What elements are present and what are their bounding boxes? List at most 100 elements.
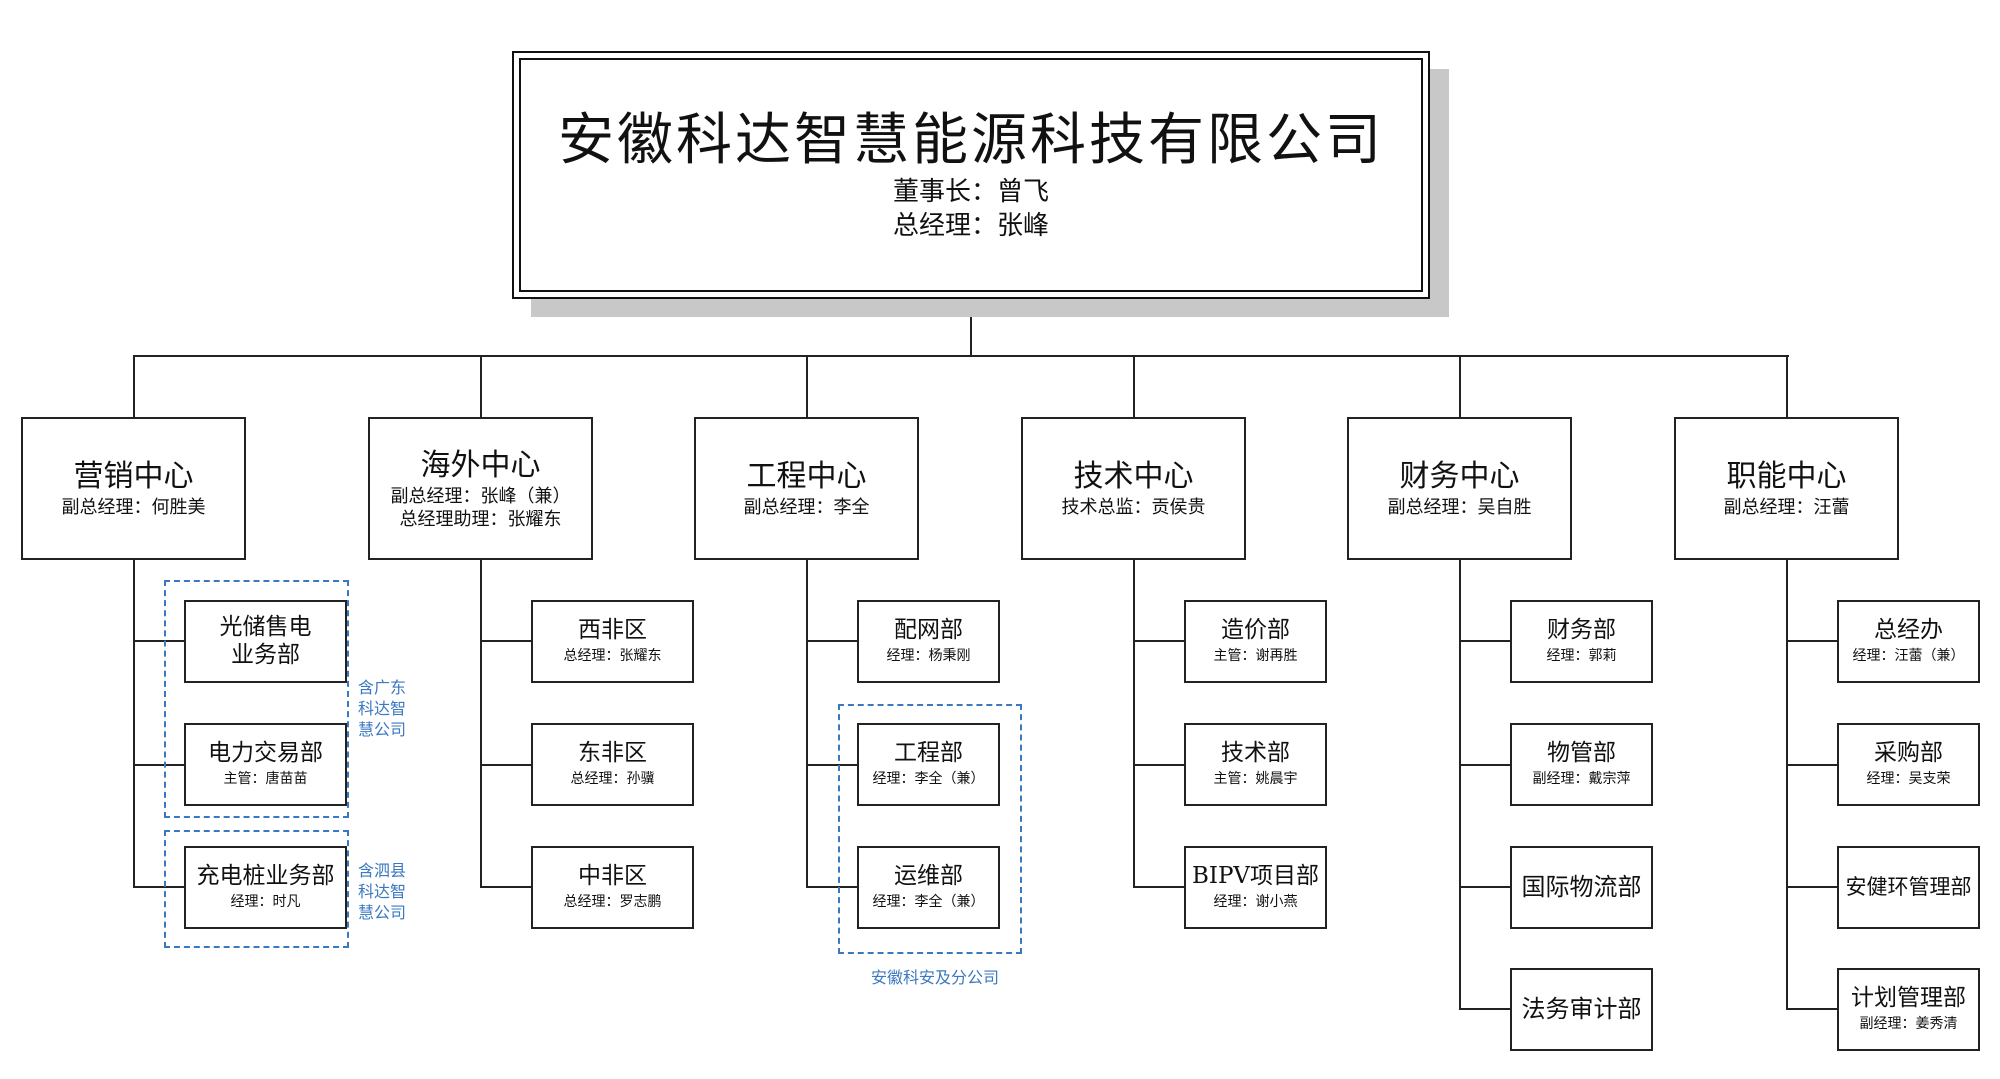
dept-box: 光储售电业务部 [184, 600, 347, 683]
center-title: 财务中心 [1399, 459, 1520, 495]
dept-title: 国际物流部 [1521, 873, 1642, 902]
connector [1459, 764, 1511, 766]
dept-box: 西非区 总经理：张耀东 [531, 600, 694, 683]
dept-subtitle: 经理：谢小燕 [1213, 893, 1298, 910]
connector [1786, 560, 1788, 1010]
connector [970, 299, 972, 356]
center-subtitle: 副总经理：汪蕾 [1723, 497, 1850, 519]
center-title: 营销中心 [73, 459, 194, 495]
dept-title: BIPV项目部 [1191, 862, 1320, 889]
dept-box: 充电桩业务部 经理：时凡 [184, 846, 347, 929]
subsidiary-group-guangdong [164, 580, 349, 818]
connector [806, 886, 858, 888]
dept-title: 西非区 [578, 616, 647, 643]
dept-subtitle: 经理：吴支荣 [1866, 770, 1951, 787]
connector [133, 355, 135, 418]
general-manager-label: 总经理：张峰 [892, 211, 1049, 241]
dept-title: 财务部 [1547, 616, 1616, 643]
connector [806, 764, 858, 766]
dept-title: 造价部 [1221, 616, 1290, 643]
dept-title: 东非区 [578, 739, 647, 766]
connector [1133, 886, 1185, 888]
company-name: 安徽科达智慧能源科技有限公司 [558, 108, 1384, 174]
dept-title: 充电桩业务部 [196, 862, 335, 889]
dept-title: 法务审计部 [1521, 995, 1642, 1024]
connector [1133, 560, 1135, 888]
subsidiary-group-kean [838, 704, 1022, 954]
dept-title: 计划管理部 [1851, 984, 1966, 1011]
dept-box: 工程部 经理：李全（兼） [857, 723, 1000, 806]
dept-box: 国际物流部 [1510, 846, 1653, 929]
connector [806, 640, 858, 642]
connector [480, 355, 482, 418]
dept-subtitle: 主管：唐苗苗 [223, 770, 308, 787]
dept-subtitle: 总经理：罗志鹏 [563, 893, 662, 910]
connector [480, 560, 482, 888]
dept-box: 采购部 经理：吴支荣 [1837, 723, 1980, 806]
dept-title: 工程部 [894, 739, 963, 766]
group-note: 含广东科达智慧公司 [358, 678, 407, 739]
dept-subtitle: 总经理：孙骥 [570, 770, 655, 787]
dept-title: 物管部 [1547, 739, 1616, 766]
connector [806, 355, 808, 418]
dept-box: 造价部 主管：谢再胜 [1184, 600, 1327, 683]
dept-subtitle: 经理：时凡 [230, 893, 301, 910]
center-title: 海外中心 [420, 447, 541, 483]
center-subtitle: 总经理助理：张耀东 [399, 509, 562, 530]
dept-box: BIPV项目部 经理：谢小燕 [1184, 846, 1327, 929]
center-engineering: 工程中心 副总经理：李全 [694, 417, 919, 560]
dept-box: 电力交易部 主管：唐苗苗 [184, 723, 347, 806]
dept-box: 运维部 经理：李全（兼） [857, 846, 1000, 929]
connector [480, 764, 532, 766]
connector [1786, 764, 1838, 766]
center-functional: 职能中心 副总经理：汪蕾 [1674, 417, 1899, 560]
connector [1459, 640, 1511, 642]
dept-box: 计划管理部 副经理：姜秀清 [1837, 968, 1980, 1051]
connector [133, 640, 185, 642]
center-subtitle: 副总经理：张峰（兼） [390, 485, 571, 507]
dept-box: 安健环管理部 [1837, 846, 1980, 929]
dept-title: 安健环管理部 [1845, 874, 1972, 899]
connector [133, 764, 185, 766]
dept-box: 物管部 副经理：戴宗萍 [1510, 723, 1653, 806]
dept-subtitle: 主管：姚晨宇 [1213, 770, 1298, 787]
dept-subtitle: 副经理：姜秀清 [1859, 1015, 1958, 1032]
center-title: 工程中心 [746, 459, 867, 495]
dept-box: 财务部 经理：郭莉 [1510, 600, 1653, 683]
dept-box: 总经办 经理：汪蕾（兼） [1837, 600, 1980, 683]
center-technology: 技术中心 技术总监：贡侯贵 [1021, 417, 1246, 560]
center-title: 职能中心 [1726, 459, 1847, 495]
connector [1786, 355, 1788, 418]
connector [1459, 886, 1511, 888]
connector [1459, 1008, 1511, 1010]
dept-subtitle: 经理：汪蕾（兼） [1852, 647, 1965, 664]
chairman-label: 董事长：曾飞 [892, 177, 1049, 208]
connector [1133, 640, 1185, 642]
dept-title: 电力交易部 [208, 739, 323, 766]
connector [133, 886, 185, 888]
dept-box: 技术部 主管：姚晨宇 [1184, 723, 1327, 806]
dept-title: 总经办 [1874, 616, 1943, 643]
dept-box: 中非区 总经理：罗志鹏 [531, 846, 694, 929]
connector [1133, 764, 1185, 766]
center-marketing: 营销中心 副总经理：何胜美 [21, 417, 246, 560]
dept-title: 运维部 [894, 862, 963, 889]
center-subtitle: 技术总监：贡侯贵 [1061, 497, 1206, 519]
center-subtitle: 副总经理：何胜美 [61, 497, 206, 519]
center-subtitle: 副总经理：吴自胜 [1387, 497, 1532, 519]
dept-title: 中非区 [578, 862, 647, 889]
dept-subtitle: 经理：郭莉 [1546, 647, 1617, 664]
group-note: 安徽科安及分公司 [870, 968, 999, 987]
dept-title: 光储售电业务部 [219, 613, 312, 668]
subsidiary-group-sixian [164, 830, 349, 948]
connector [1786, 640, 1838, 642]
dept-title: 采购部 [1874, 739, 1943, 766]
center-overseas: 海外中心 副总经理：张峰（兼） 总经理助理：张耀东 [368, 417, 593, 560]
connector [806, 560, 808, 888]
dept-subtitle: 副经理：戴宗萍 [1532, 770, 1631, 787]
dept-subtitle: 经理：李全（兼） [872, 770, 985, 787]
connector [1786, 1008, 1838, 1010]
dept-subtitle: 经理：杨秉刚 [886, 647, 971, 664]
connector [1459, 355, 1461, 418]
connector [133, 355, 1789, 357]
